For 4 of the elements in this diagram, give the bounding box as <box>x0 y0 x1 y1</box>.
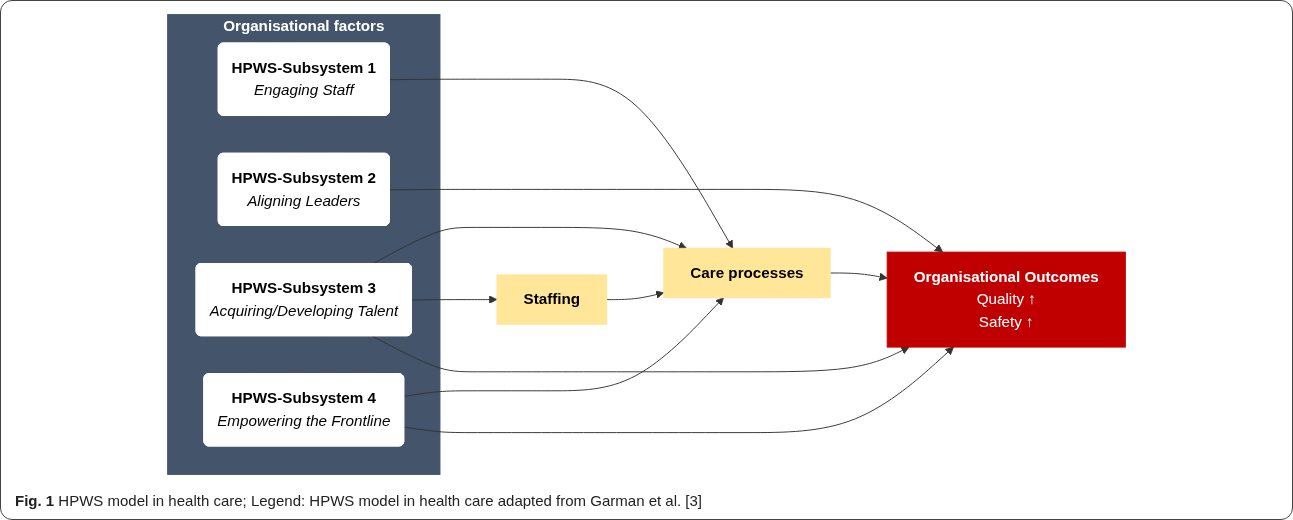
node-box: Care processes <box>663 247 831 299</box>
figure-caption: Fig. 1 HPWS model in health care; Legend: HPWS model in health care adapted from Garman et al. [3] <box>14 491 703 511</box>
node-box: Staffing <box>496 274 608 325</box>
node-box: Organisational Outcomes Quality ↑ Safety ↑ <box>886 251 1126 348</box>
